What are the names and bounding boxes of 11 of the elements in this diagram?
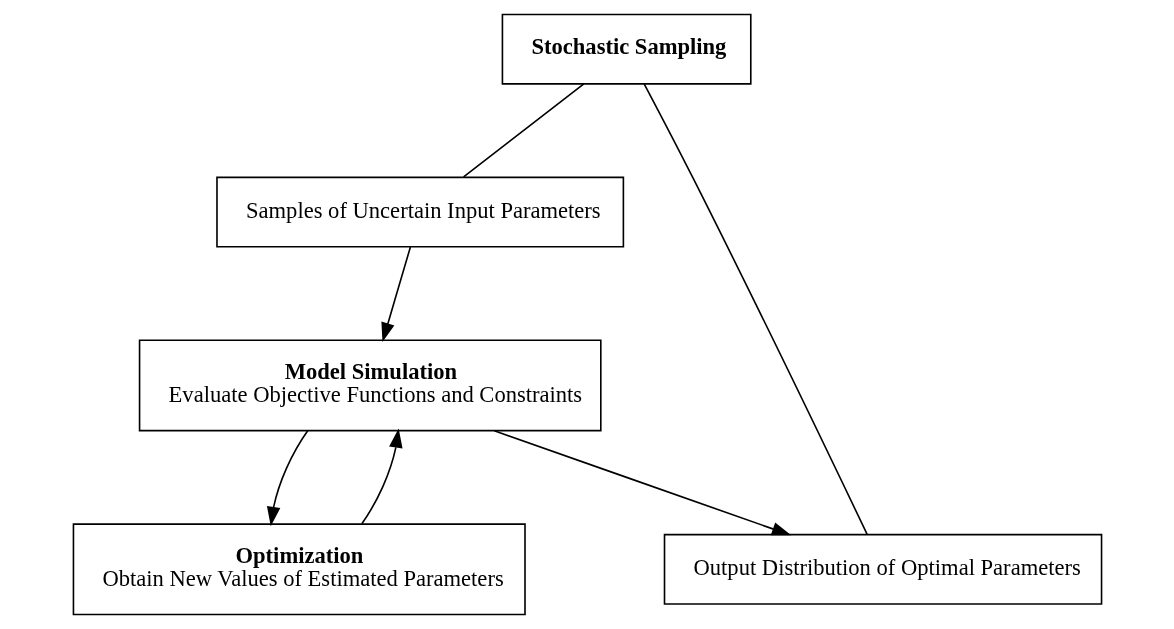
node-box: Samples of Uncertain Input Parameters (215, 176, 624, 248)
node-box: Output Distribution of Optimal Parameters (663, 533, 1102, 605)
node-box: Model Simulation Evaluate Objective Functions and Constraints (138, 339, 602, 432)
arrow (360, 428, 403, 525)
node-box: Optimization Obtain New Values of Estimated Parameters (72, 523, 526, 616)
node-box: Stochastic Sampling (501, 13, 752, 85)
connector (642, 83, 868, 535)
connector (462, 83, 585, 178)
arrow (266, 430, 308, 527)
arrow (380, 246, 411, 343)
arrow (493, 430, 791, 536)
